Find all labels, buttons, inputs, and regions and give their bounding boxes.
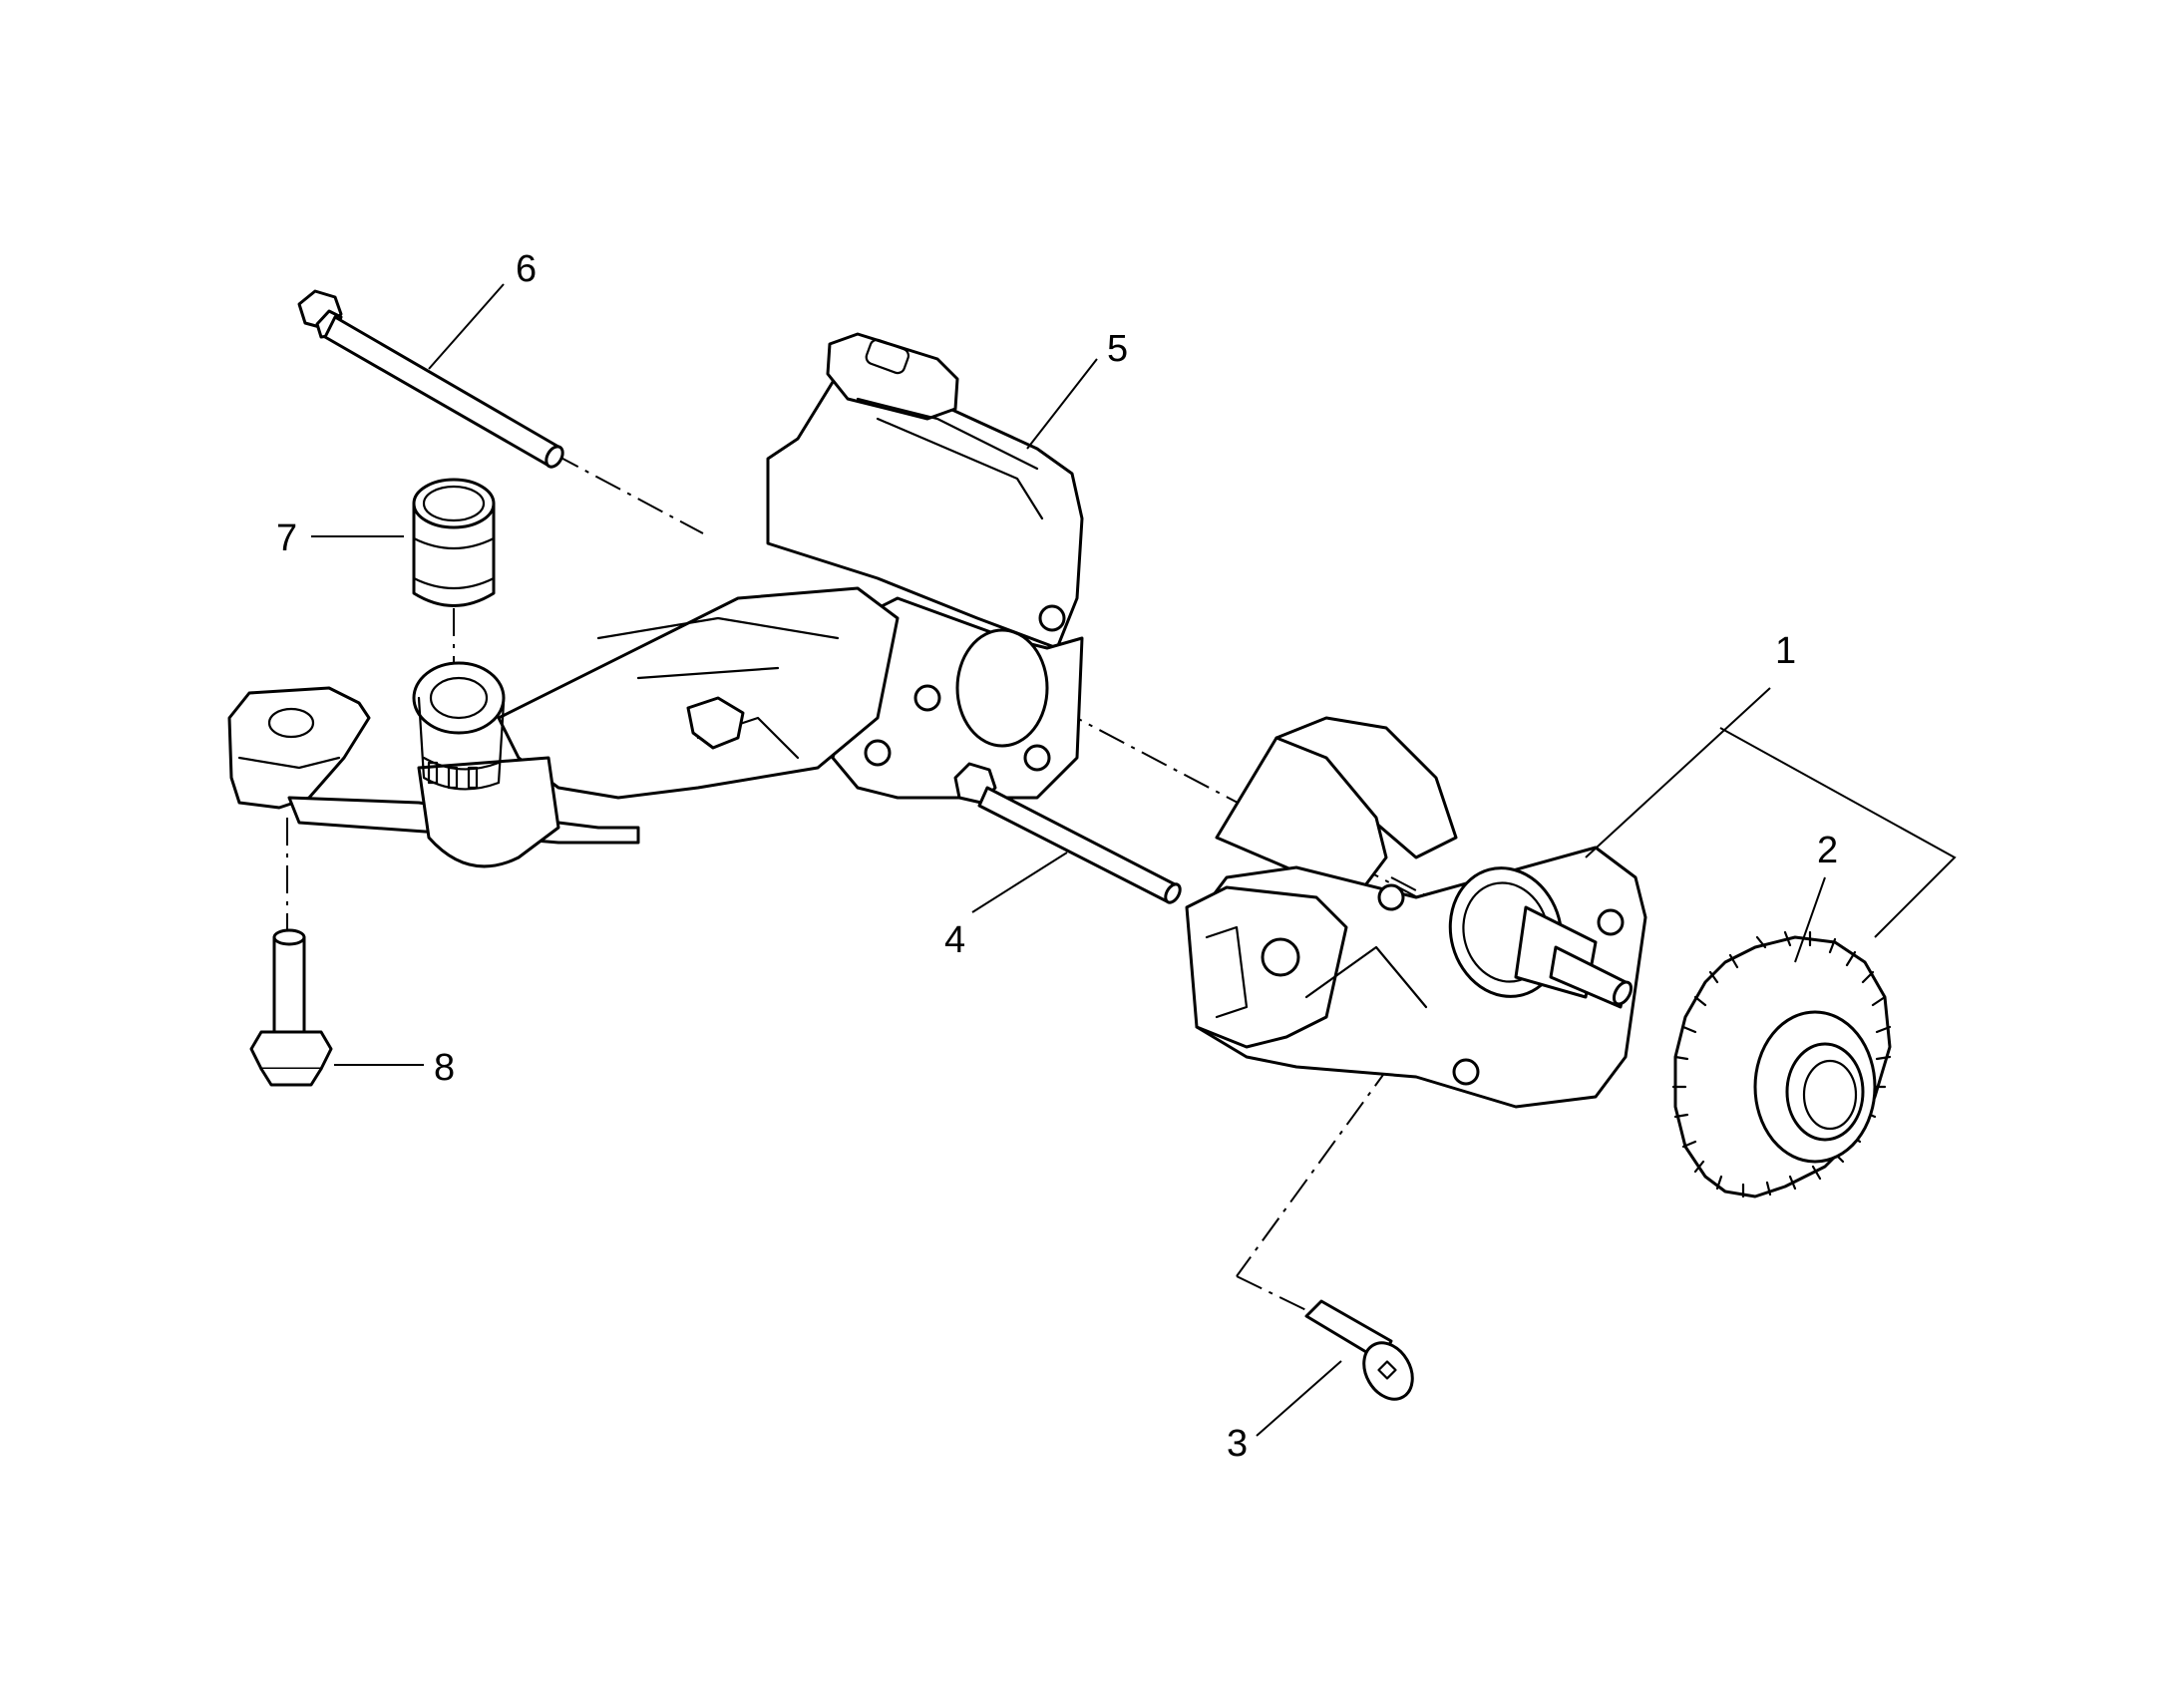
oil-pump-body — [1185, 716, 1647, 1109]
bolt-long-upper — [297, 289, 564, 469]
countersunk-screw — [1304, 1299, 1414, 1401]
callout-6: 6 — [516, 248, 537, 290]
callout-5: 5 — [1107, 328, 1128, 370]
bolt-lower — [249, 928, 333, 1087]
drive-gear — [1671, 930, 1892, 1198]
callout-1: 1 — [1775, 630, 1796, 672]
callout-4: 4 — [944, 919, 965, 961]
leader-lines — [311, 283, 1957, 1437]
oil-pickup-housing — [227, 332, 1084, 868]
callout-2: 2 — [1817, 830, 1838, 871]
callout-7: 7 — [276, 517, 297, 559]
callout-3: 3 — [1227, 1423, 1248, 1465]
callout-8: 8 — [434, 1047, 455, 1089]
bolt-middle — [953, 762, 1182, 904]
sleeve — [412, 478, 496, 607]
callout-labels: 1 2 3 4 5 6 7 8 — [276, 248, 1838, 1465]
